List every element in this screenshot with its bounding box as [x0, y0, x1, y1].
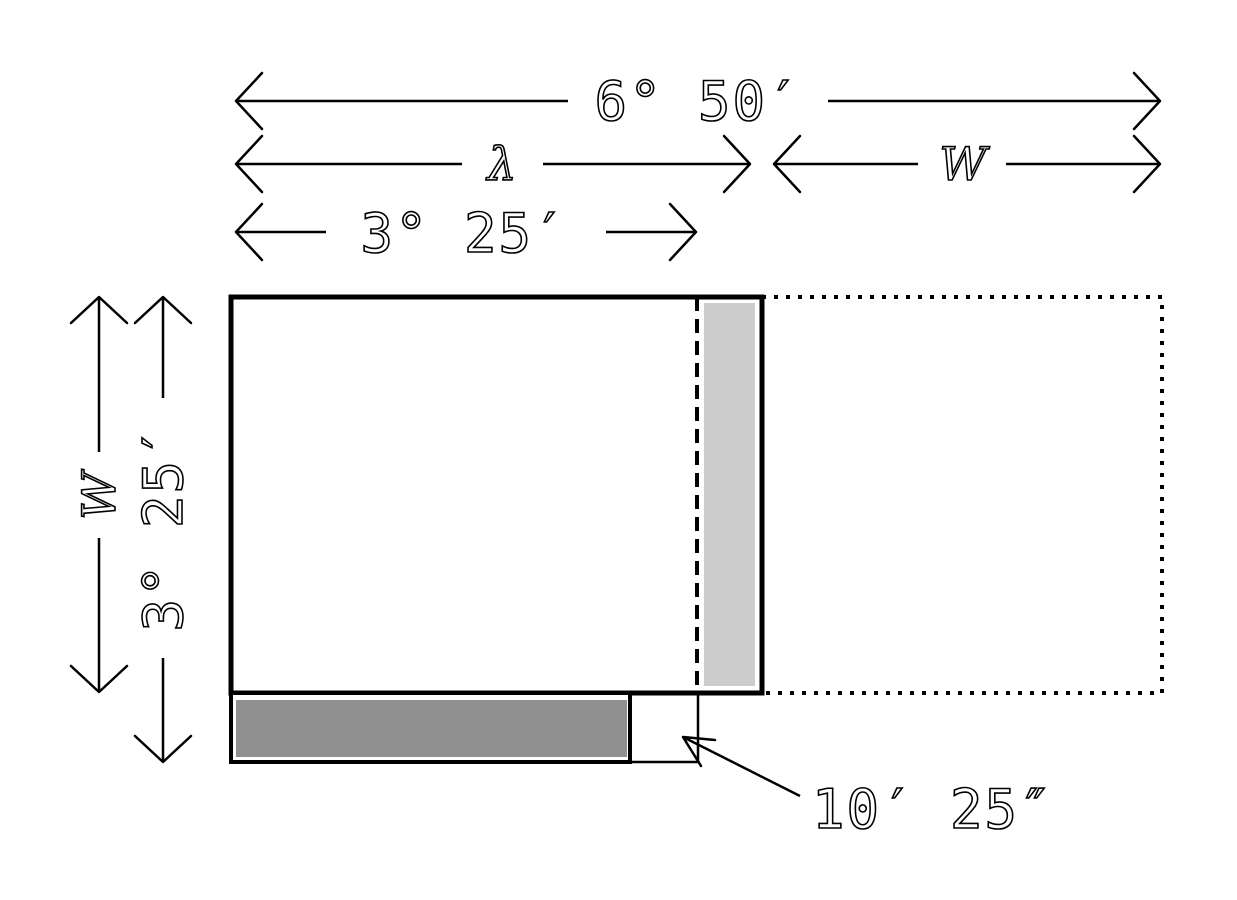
right-arrowhead-icon [1132, 134, 1162, 194]
lambda-dimension: λ [234, 134, 752, 194]
left-arrowhead-icon [234, 71, 264, 131]
leader-arrowhead-icon [681, 735, 717, 768]
lambda-label: λ [485, 137, 518, 191]
gap-label: 10′ 25″ [812, 778, 1054, 841]
height-label: 3° 25′ [132, 424, 195, 631]
left-arrowhead-icon [234, 134, 264, 194]
half-width-label: 3° 25′ [360, 202, 567, 265]
up-arrowhead-icon [133, 295, 193, 325]
total-width-label: 6° 50′ [594, 70, 801, 133]
gap-marker [630, 693, 700, 764]
w-top-dimension: W [772, 134, 1162, 194]
right-arrowhead-icon [668, 202, 698, 262]
dotted-extension-rect [760, 295, 1164, 695]
height-dimension: 3° 25′ [131, 295, 196, 764]
light-gray-bar [702, 301, 757, 688]
right-arrowhead-icon [722, 134, 752, 194]
half-width-dimension: 3° 25′ [234, 201, 698, 266]
down-arrowhead-icon [133, 734, 193, 764]
main-square [228, 294, 765, 696]
left-arrowhead-icon [772, 134, 802, 194]
left-arrowhead-icon [234, 202, 264, 262]
gap-leader: 10′ 25″ [681, 735, 1054, 842]
w-left-label: W [72, 469, 126, 520]
w-top-label: W [939, 137, 990, 191]
dark-gray-bar [236, 700, 627, 757]
down-arrowhead-icon [69, 664, 129, 694]
up-arrowhead-icon [69, 295, 129, 325]
w-left-dimension: W [69, 295, 129, 694]
total-width-dimension: 6° 50′ [234, 69, 1162, 134]
right-arrowhead-icon [1132, 71, 1162, 131]
